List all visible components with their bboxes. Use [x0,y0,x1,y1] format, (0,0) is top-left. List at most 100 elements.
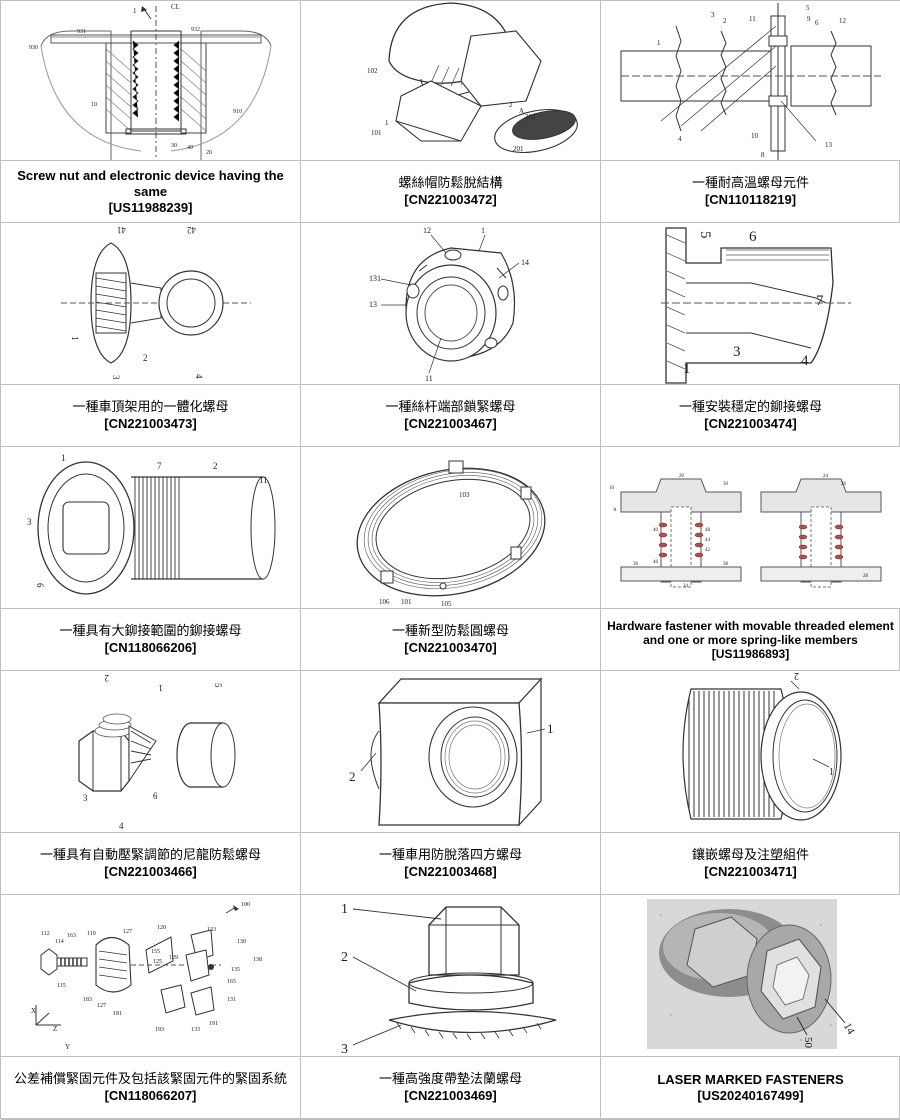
callout: 115 [57,983,66,989]
patent-caption-14[interactable]: 一種高強度帶墊法蘭螺母 [CN221003469] [301,1057,601,1120]
callout: 1 [547,721,554,736]
patent-caption-7[interactable]: 一種具有大鉚接範圍的鉚接螺母 [CN118066206] [1,609,301,671]
callout: 1 [385,119,389,127]
callout: 105 [441,600,452,608]
patent-drawing-6[interactable]: 5 6 7 1 3 4 [601,223,900,385]
callout: 135 [231,967,240,973]
callout: 181 [113,1011,122,1017]
patent-drawing-14[interactable]: 1 2 3 [301,895,601,1057]
callout: 13 [369,300,377,309]
callout: 7 [816,293,824,309]
patent-title: 螺絲帽防鬆脫結構 [398,176,502,192]
callout: 1 [133,7,137,15]
patent-caption-3[interactable]: 一種耐高溫螺母元件 [CN110118219] [601,161,900,223]
callout: 2 [509,101,513,109]
patent-drawing-11[interactable]: 1 2 [301,671,601,833]
callout: 112 [41,931,50,937]
patent-drawing-1[interactable]: 1 CL 931 930 932 10 910 30 40 20 [1,1,301,161]
callout: 5 [213,683,223,688]
patent-drawing-4[interactable]: 41 42 1 2 3 4 [1,223,301,385]
callout: 1 [61,453,66,463]
patent-drawing-12[interactable]: 2 1 [601,671,900,833]
callout: 101 [401,598,412,606]
lead-screw-lock-nut-drawing: 12 1 14 131 13 11 [301,223,600,384]
callout: 11 [749,15,756,23]
callout: 40 [653,528,659,533]
callout: 201 [513,145,524,153]
callout: A [519,107,524,115]
callout: 10 [91,102,97,108]
callout: 110 [87,931,96,937]
patent-drawing-3[interactable]: 3 2 11 5 6 9 12 1 4 10 8 13 [601,1,900,161]
patent-number: [CN221003471] [704,864,797,880]
callout: 24 [823,474,829,479]
patent-caption-13[interactable]: 公差補償緊固元件及包括該緊固元件的緊固系統 [CN118066207] [1,1057,301,1120]
callout: 130 [237,939,246,945]
callout: 4 [119,821,124,831]
callout: 10 [751,132,759,140]
patent-drawing-15[interactable]: 14 50 [601,895,900,1057]
patent-drawing-2[interactable]: 102 101 1 2 A 202 201 [301,1,601,161]
callout: X [31,1007,36,1015]
callout: 3 [341,1042,348,1056]
insert-nut-drawing: 2 1 [601,671,900,832]
patent-number: [CN118066207] [105,1088,197,1104]
patent-drawing-8[interactable]: 103 106 101 105 [301,447,601,609]
patent-number: [CN221003473] [104,416,197,432]
patent-number: [CN221003466] [104,864,197,880]
callout: 155 [151,949,160,955]
patent-drawing-5[interactable]: 12 1 14 131 13 11 [301,223,601,385]
patent-drawing-13[interactable]: 100 112 114 163 110 127 120 133 130 155 … [1,895,301,1057]
callout: 193 [155,1027,164,1033]
patent-title: Hardware fastener with movable threaded … [607,619,894,647]
callout: 6 [153,791,158,801]
patent-title: 一種新型防鬆圓螺母 [392,624,509,640]
patent-number: [CN221003472] [404,192,497,208]
laser-marked-fastener-photo: 14 50 [601,895,900,1056]
callout: 127 [123,929,132,935]
anti-loosening-cap-drawing: 102 101 1 2 A 202 201 [301,1,600,160]
callout: 48 [705,528,711,533]
patent-drawing-7[interactable]: 1 7 2 11 3 6 [1,447,301,609]
callout: 34 [683,584,689,589]
patent-caption-2[interactable]: 螺絲帽防鬆脫結構 [CN221003472] [301,161,601,223]
callout: 932 [191,27,200,33]
callout: 930 [29,45,38,51]
callout: 6 [35,583,45,588]
patent-drawing-10[interactable]: 2 1 5 3 4 6 [1,671,301,833]
patent-caption-9[interactable]: Hardware fastener with movable threaded … [601,609,900,671]
callout: 3 [83,793,88,803]
patent-title: LASER MARKED FASTENERS [657,1072,843,1088]
roof-rack-nut-drawing: 41 42 1 2 3 4 [1,223,300,384]
callout: 1 [70,336,80,341]
callout: 6 [749,229,757,245]
callout: 202 [525,113,536,121]
patent-number: [US11988239] [109,200,193,216]
patent-caption-1[interactable]: Screw nut and electronic device having t… [1,161,301,223]
callout: 3 [733,344,741,360]
callout: 133 [191,1027,200,1033]
callout: 14 [521,258,529,267]
patent-title: 一種車頂架用的一體化螺母 [72,400,228,416]
callout: 1 [159,683,164,693]
callout: 2 [341,950,348,965]
callout: 1 [683,361,691,377]
callout: 120 [157,925,166,931]
patent-caption-4[interactable]: 一種車頂架用的一體化螺母 [CN221003473] [1,385,301,447]
patent-caption-5[interactable]: 一種絲杆端部鎖緊螺母 [CN221003467] [301,385,601,447]
callout: 4 [801,353,809,369]
callout: Y [65,1043,70,1051]
callout: 50 [802,1037,814,1049]
patent-caption-15[interactable]: LASER MARKED FASTENERS [US20240167499] [601,1057,900,1120]
patent-caption-10[interactable]: 一種具有自動壓緊調節的尼龍防鬆螺母 [CN221003466] [1,833,301,895]
callout: 11 [259,475,268,485]
patent-caption-8[interactable]: 一種新型防鬆圓螺母 [CN221003470] [301,609,601,671]
patent-caption-6[interactable]: 一種安裝穩定的鉚接螺母 [CN221003474] [601,385,900,447]
patent-caption-12[interactable]: 鑲嵌螺母及注塑組件 [CN221003471] [601,833,900,895]
callout: 133 [207,927,216,933]
patent-drawing-9[interactable]: 10 A 20 30 40 48 44 42 46 36 38 34 24 26… [601,447,900,609]
callout: 101 [371,129,382,137]
callout: 191 [209,1021,218,1027]
callout: 6 [815,19,819,27]
patent-caption-11[interactable]: 一種車用防脫落四方螺母 [CN221003468] [301,833,601,895]
